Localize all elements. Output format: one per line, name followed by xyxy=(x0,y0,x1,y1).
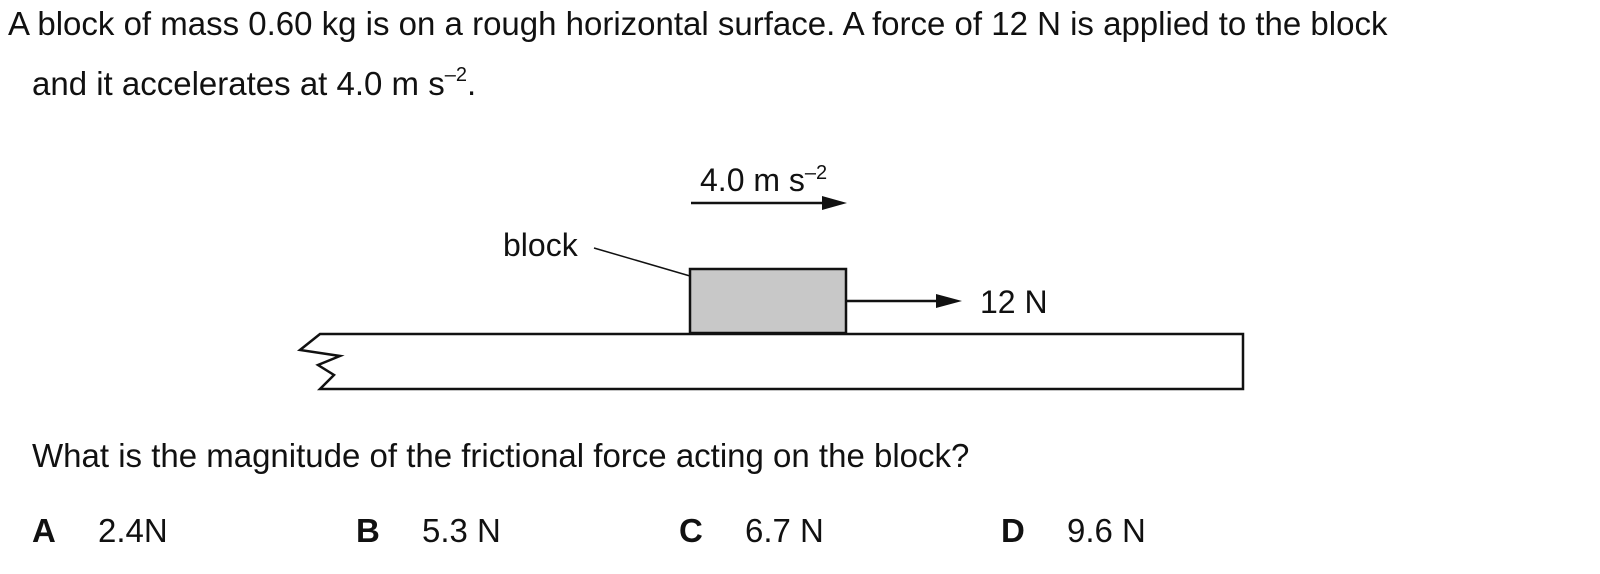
force-label: 12 N xyxy=(980,284,1048,320)
horizontal-surface xyxy=(296,332,1245,391)
question-intro-line-2-text: and it accelerates at 4.0 m s xyxy=(32,65,445,102)
block-label: block xyxy=(503,227,579,263)
option-b[interactable]: B 5.3 N xyxy=(356,511,501,551)
acceleration-label-exponent: –2 xyxy=(805,162,827,184)
force-arrow xyxy=(846,294,962,308)
block-leader-line xyxy=(593,247,691,277)
option-a-letter: A xyxy=(32,512,56,549)
option-c-value: 6.7 N xyxy=(745,512,824,549)
acceleration-arrow xyxy=(691,196,847,210)
option-d[interactable]: D 9.6 N xyxy=(1001,511,1146,551)
question-intro-line-2-period: . xyxy=(466,65,477,102)
acceleration-label: 4.0 m s–2 xyxy=(700,162,827,198)
question-intro-line-2-exponent: –2 xyxy=(444,64,467,86)
question-intro-line-2: and it accelerates at 4.0 m s–2. xyxy=(32,64,476,104)
option-c[interactable]: C 6.7 N xyxy=(679,511,824,551)
option-b-value: 5.3 N xyxy=(422,512,501,549)
option-d-value: 9.6 N xyxy=(1067,512,1146,549)
question-prompt: What is the magnitude of the frictional … xyxy=(32,437,970,474)
block xyxy=(688,267,848,335)
option-a-value: 2.4N xyxy=(98,512,168,549)
option-c-letter: C xyxy=(679,512,703,549)
question-intro-line-1: A block of mass 0.60 kg is on a rough ho… xyxy=(8,5,1388,42)
acceleration-label-text: 4.0 m s xyxy=(700,162,805,198)
option-a[interactable]: A 2.4N xyxy=(32,511,168,551)
option-b-letter: B xyxy=(356,512,380,549)
option-d-letter: D xyxy=(1001,512,1025,549)
